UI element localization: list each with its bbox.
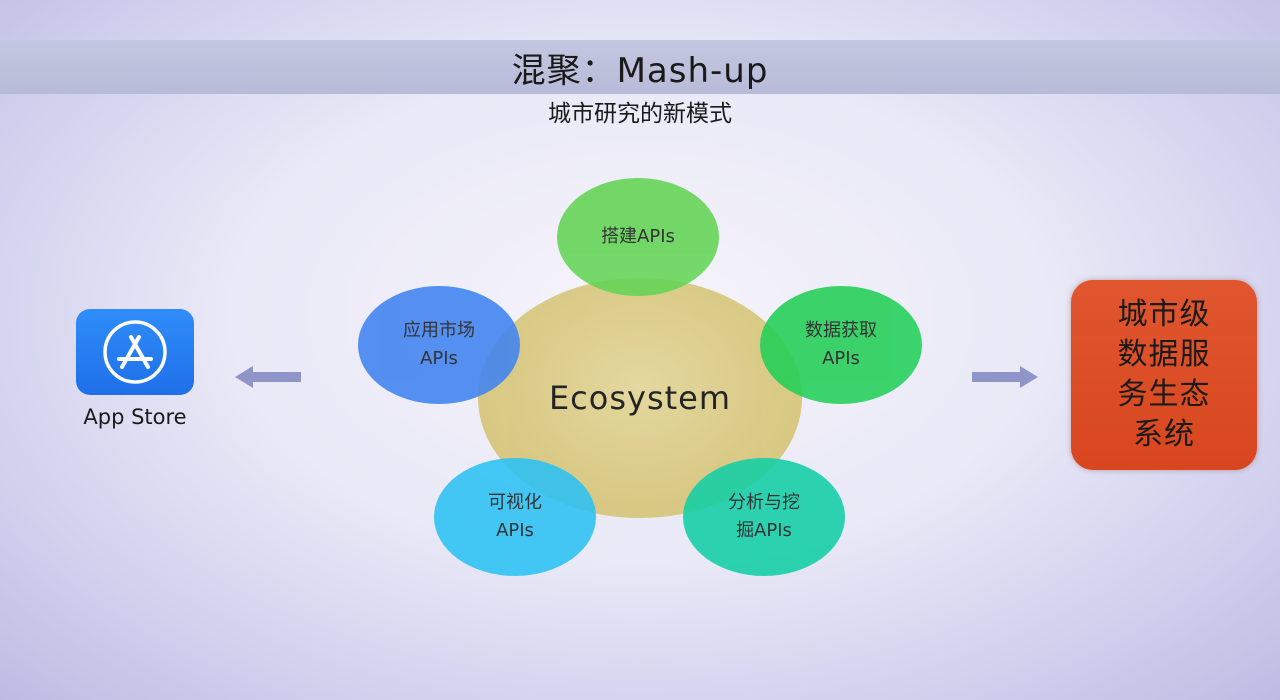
arrow-left-icon: [235, 366, 301, 388]
app-store-icon: [76, 309, 194, 395]
node-app-market-apis: 应用市场 APIs: [358, 286, 520, 404]
city-data-service-ecosystem-box: 城市级 数据服 务生态 系统: [1071, 280, 1257, 470]
arrow-right-icon: [972, 366, 1038, 388]
node-build-apis: 搭建APIs: [557, 178, 719, 296]
city-data-service-ecosystem-label: 城市级 数据服 务生态 系统: [1117, 297, 1211, 452]
app-store-label: App Store: [83, 405, 187, 429]
node-analysis-mining-apis: 分析与挖 掘APIs: [683, 458, 845, 576]
node-visualization-apis: 可视化 APIs: [434, 458, 596, 576]
slide-title: 混聚：Mash-up: [511, 50, 769, 91]
slide-subtitle: 城市研究的新模式: [548, 101, 732, 127]
title-band: 混聚：Mash-up: [0, 40, 1280, 94]
app-store-glyph-icon: [103, 320, 167, 384]
node-data-acquisition-apis: 数据获取 APIs: [760, 286, 922, 404]
